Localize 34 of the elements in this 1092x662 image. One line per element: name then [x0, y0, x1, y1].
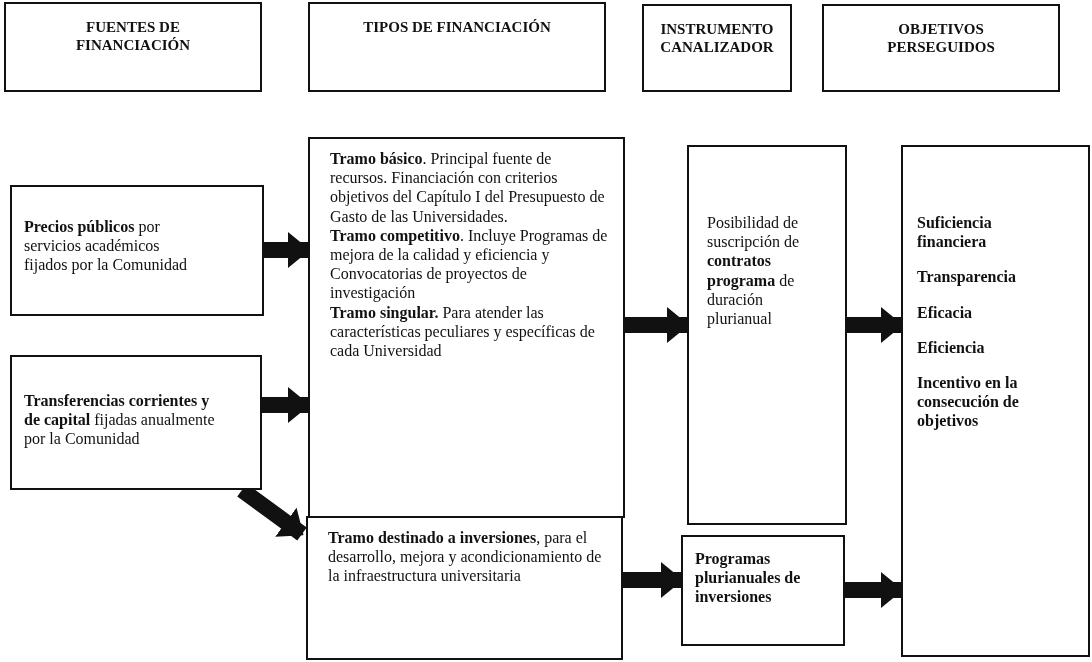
- box-text: Transferencias corrientes y de capital fijadas anualmente por la Comunidad: [24, 391, 216, 449]
- box-text: Precios públicos por servicios académicos fijados por la Comunidad: [24, 217, 189, 275]
- objective-text: Eficiencia: [917, 337, 986, 357]
- column-header-box: [4, 2, 262, 92]
- column-header-box: [822, 4, 1060, 92]
- column-header-box: [308, 2, 606, 92]
- objective-text: Transparencia: [917, 267, 1017, 287]
- process-box: [306, 516, 623, 660]
- process-box: [308, 137, 625, 518]
- block-arrow: [262, 387, 310, 423]
- column-header-box: [642, 4, 792, 92]
- box-text: Tramo destinado a inversiones, para el desarrollo, mejora y acondicionamiento de la infraestructura universitaria: [328, 528, 603, 586]
- process-box: [10, 355, 262, 490]
- block-arrow: [847, 307, 903, 343]
- column-heading: INSTRUMENTO CANALIZADOR: [659, 20, 775, 56]
- process-box: [10, 185, 264, 316]
- block-arrow: [845, 572, 903, 608]
- box-text: Tramo competitivo. Incluye Programas de mejora de la calidad y eficiencia y Convocatorias de proyectos de investigación: [330, 225, 609, 303]
- block-arrow: [264, 232, 310, 268]
- process-box: [681, 535, 845, 646]
- box-text: Tramo singular. Para atender las características peculiares y específicas de cada Universidad: [330, 302, 596, 361]
- box-text: Posibilidad de suscripción de contratos programa de duración plurianual: [707, 213, 800, 329]
- box-text: Tramo básico. Principal fuente de recursos. Financiación con criterios objetivos del Capítulo I del Presupuesto de Gasto de las Universidades.: [330, 149, 606, 226]
- objective-text: Suficiencia financiera: [917, 213, 993, 252]
- block-arrow: [623, 562, 683, 598]
- objectives-box: [901, 145, 1090, 657]
- objective-text: Eficacia: [917, 302, 974, 322]
- block-arrow: [625, 307, 689, 343]
- box-text: Programas plurianuales de inversiones: [695, 549, 802, 607]
- column-heading: TIPOS DE FINANCIACIÓN: [363, 18, 551, 36]
- process-box: [687, 145, 847, 525]
- column-heading: OBJETIVOS PERSEGUIDOS: [886, 20, 996, 56]
- objective-text: Incentivo en la consecución de objetivos: [917, 372, 1020, 431]
- column-heading: FUENTES DE FINANCIACIÓN: [74, 18, 192, 54]
